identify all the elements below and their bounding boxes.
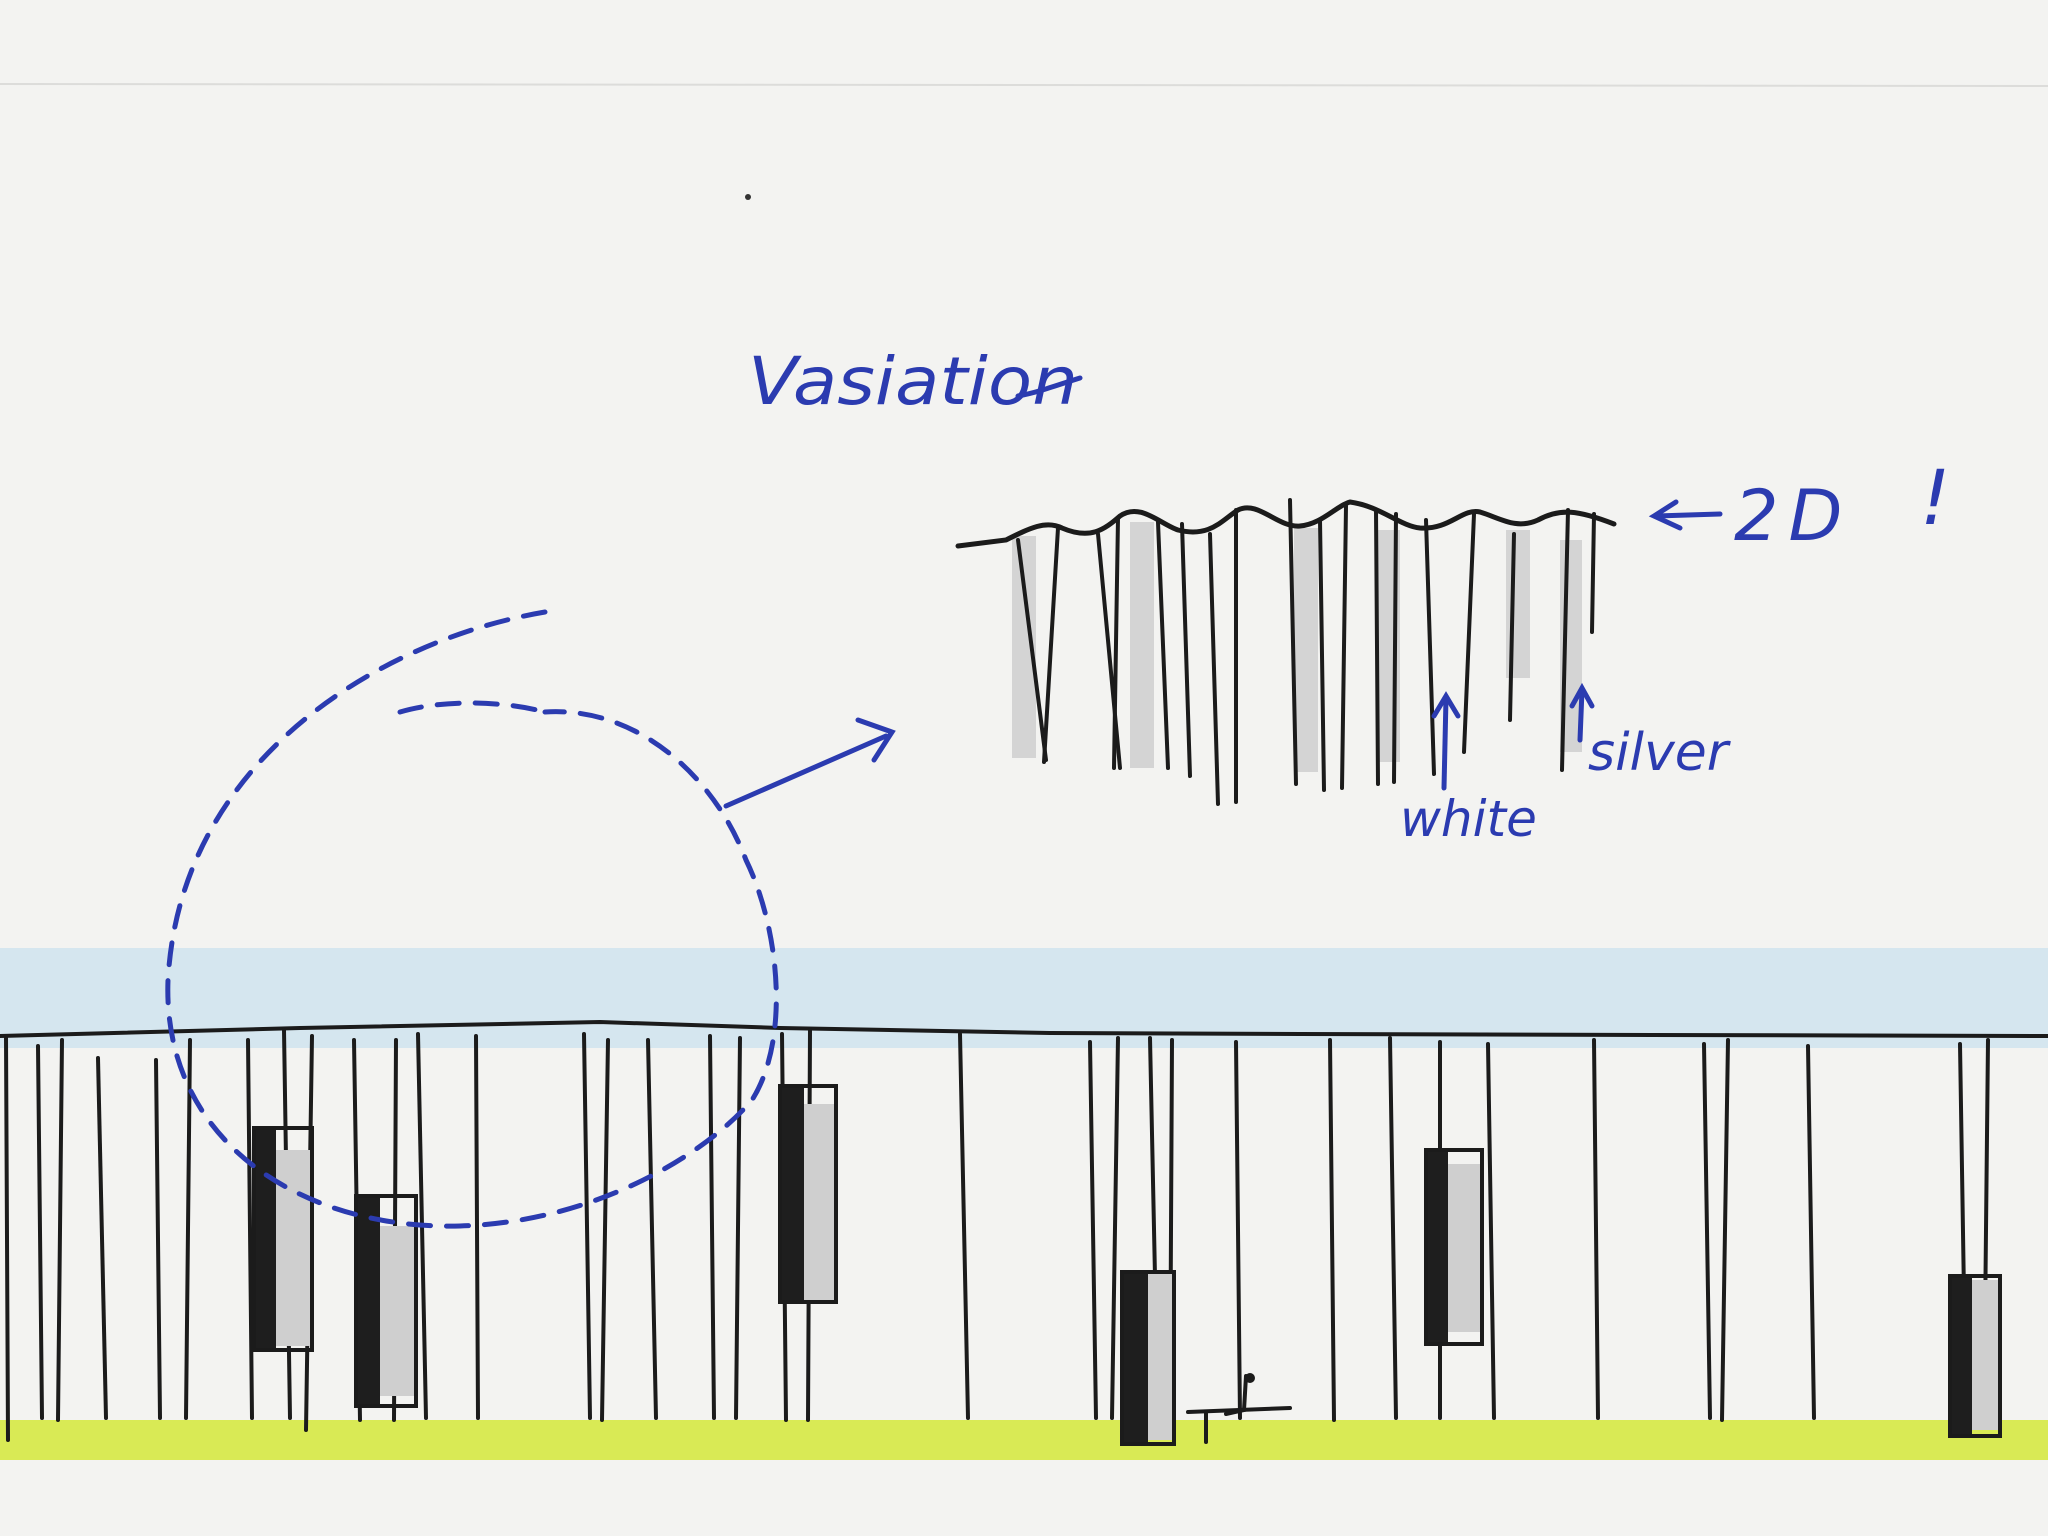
title-flourish (1015, 375, 1083, 399)
window-4 (1120, 1270, 1176, 1446)
detail-callout-circle (165, 609, 779, 1229)
silver-washes (1012, 522, 1582, 772)
paper-dot (745, 194, 751, 200)
fin-lines (1016, 498, 1596, 806)
ground-wash (0, 1420, 2048, 1460)
facade-fins (36, 1028, 1990, 1432)
label-exclaim: ! (1920, 453, 1950, 542)
facade-left-edge (4, 1034, 10, 1442)
paper-rule-line (0, 83, 2048, 87)
white-arrow (1431, 691, 1461, 791)
window-3 (778, 1084, 838, 1304)
facade-windows (252, 1084, 2002, 1446)
two-d-arrow (1648, 499, 1723, 531)
facade-roofline (0, 1019, 2048, 1038)
label-white: white (1400, 790, 1537, 848)
window-1 (252, 1126, 314, 1352)
sketch-title: Vasiation (748, 343, 1078, 420)
label-silver: silver (1588, 723, 1732, 783)
window-6 (1948, 1274, 2002, 1438)
callout-arrow (723, 717, 896, 809)
window-2 (354, 1194, 418, 1408)
entrance-symbol (1186, 1373, 1292, 1444)
label-2d: 2D (1734, 475, 1852, 557)
detail-callout-circle-top (397, 700, 548, 715)
silver-arrow (1569, 682, 1595, 743)
window-5 (1424, 1148, 1484, 1346)
fin-variation-detail (955, 498, 1617, 806)
fin-top-edge (955, 499, 1617, 549)
